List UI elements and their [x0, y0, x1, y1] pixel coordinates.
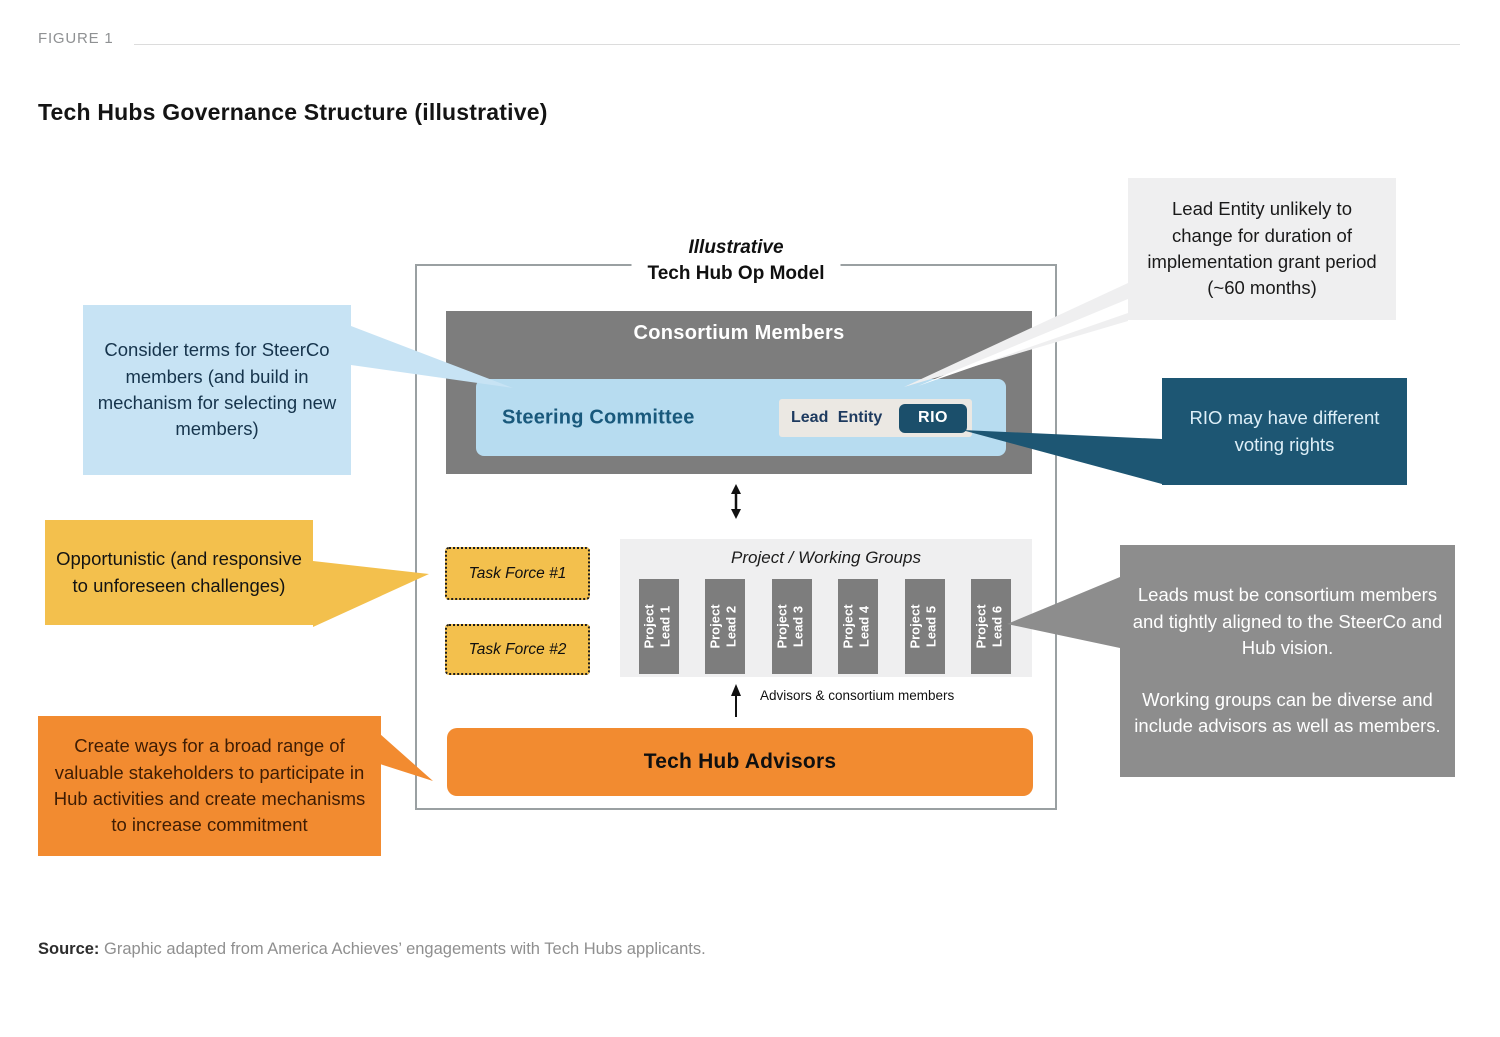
source-text: Graphic adapted from America Achieves’ e…: [104, 940, 706, 958]
source-label: Source:: [38, 940, 100, 958]
task-force-1-box: Task Force #1: [445, 547, 590, 600]
advisors-note: Advisors & consortium members: [760, 688, 955, 703]
figure-label: FIGURE 1: [38, 30, 114, 47]
steering-committee-label: Steering Committee: [502, 406, 695, 428]
beam-opportunistic: [313, 561, 429, 627]
tech-hub-advisors-box: Tech Hub Advisors: [447, 728, 1033, 796]
source-line: Source: Graphic adapted from America Ach…: [38, 940, 706, 959]
task-force-2-box: Task Force #2: [445, 624, 590, 675]
op-model-title-line2: Tech Hub Op Model: [647, 262, 825, 284]
op-model-container: Illustrative Tech Hub Op Model Consortiu…: [415, 235, 1057, 810]
lead-entity-label: Lead Entity: [791, 409, 883, 426]
callout-stakeholders: Create ways for a broad range of valuabl…: [38, 716, 381, 856]
callout-lead-entity: Lead Entity unlikely to change for durat…: [1128, 178, 1396, 320]
op-model-title-line1: Illustrative: [688, 237, 784, 258]
figure-rule: [134, 44, 1460, 45]
rio-badge: RIO: [899, 403, 967, 433]
op-model-title: Illustrative Tech Hub Op Model: [631, 235, 841, 287]
lead-entity-strip: Lead Entity RIO: [779, 399, 972, 437]
callout-rio-voting: RIO may have different voting rights: [1162, 378, 1407, 485]
consortium-members-label: Consortium Members: [633, 322, 845, 344]
callout-leads-paragraph-1: Leads must be consortium members and tig…: [1132, 584, 1443, 658]
page-title: Tech Hubs Governance Structure (illustra…: [38, 99, 548, 125]
callout-steerco-terms: Consider terms for SteerCo members (and …: [83, 305, 351, 475]
working-groups-title: Project / Working Groups: [731, 548, 921, 567]
callout-opportunistic: Opportunistic (and responsive to unfores…: [45, 520, 313, 625]
steering-committee-box: Steering Committee Lead Entity RIO: [476, 379, 1006, 456]
consortium-members-box: Consortium Members Steering Committee Le…: [446, 311, 1032, 474]
callout-leads-alignment: Leads must be consortium members and tig…: [1120, 545, 1455, 777]
callout-leads-paragraph-2: Working groups can be diverse and includ…: [1134, 689, 1441, 737]
